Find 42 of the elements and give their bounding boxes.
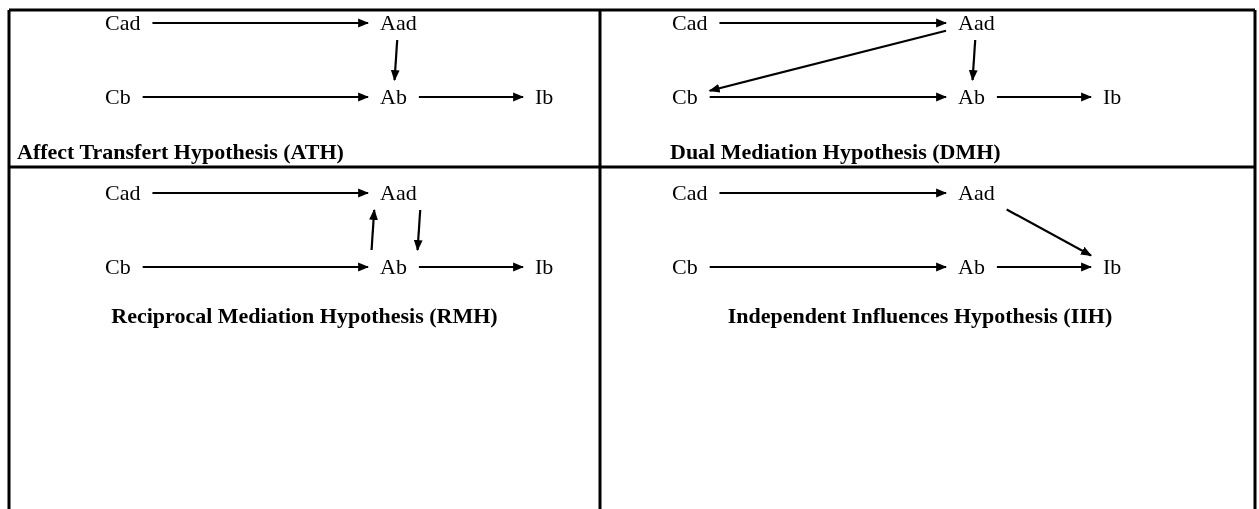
variable-label: Ab	[958, 84, 985, 110]
arrow	[719, 18, 948, 28]
arrow	[418, 262, 525, 272]
arrow	[369, 208, 378, 251]
arrow	[996, 262, 1093, 272]
arrow	[152, 188, 370, 198]
arrow	[152, 18, 370, 28]
variable-label: Ab	[380, 84, 407, 110]
variable-label: Ab	[380, 254, 407, 280]
arrow	[142, 92, 370, 102]
variable-label: Cb	[672, 84, 698, 110]
hypothesis-title: Reciprocal Mediation Hypothesis (RMH)	[110, 302, 499, 330]
variable-label: Cb	[672, 254, 698, 280]
arrow	[413, 209, 423, 252]
variable-label: Aad	[380, 180, 417, 206]
arrow	[719, 188, 948, 198]
variable-label: Ab	[958, 254, 985, 280]
variable-label: Ib	[1103, 84, 1122, 110]
hypothesis-title: Independent Influences Hypothesis (IIH)	[726, 302, 1114, 330]
variable-label: Cb	[105, 84, 131, 110]
arrow	[390, 39, 400, 82]
arrow	[1006, 208, 1092, 257]
arrow	[142, 262, 370, 272]
variable-label: Ib	[535, 254, 554, 280]
variable-label: Cad	[105, 180, 141, 206]
arrow	[709, 262, 948, 272]
arrow	[709, 92, 948, 102]
variable-label: Cad	[672, 180, 708, 206]
variable-label: Ib	[1103, 254, 1122, 280]
variable-label: Cb	[105, 254, 131, 280]
arrow	[418, 92, 525, 102]
arrow	[968, 39, 978, 82]
arrow	[708, 29, 947, 93]
hypothesis-title: Affect Transfert Hypothesis (ATH)	[17, 138, 345, 166]
variable-label: Cad	[672, 10, 708, 36]
variable-label: Cad	[105, 10, 141, 36]
arrow	[996, 92, 1093, 102]
variable-label: Aad	[958, 10, 995, 36]
hypothesis-title: Dual Mediation Hypothesis (DMH)	[670, 138, 1002, 166]
variable-label: Ib	[535, 84, 554, 110]
variable-label: Aad	[380, 10, 417, 36]
variable-label: Aad	[958, 180, 995, 206]
